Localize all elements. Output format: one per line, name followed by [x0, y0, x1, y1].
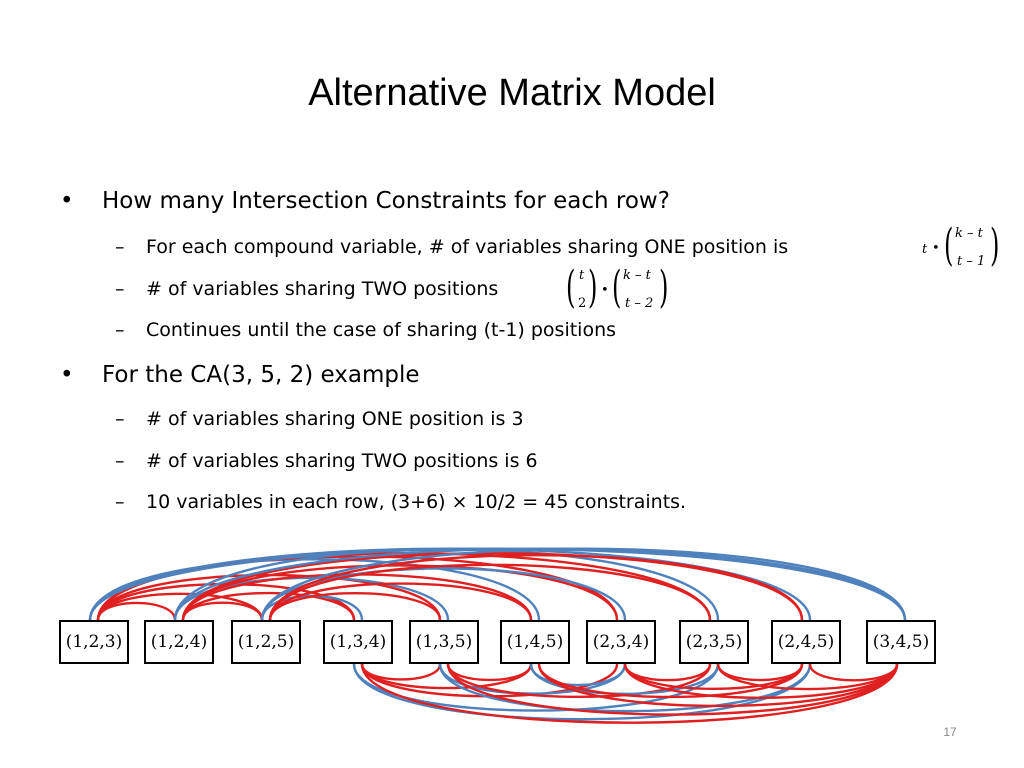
page-number: 17 — [943, 725, 957, 739]
formula-coef: t — [922, 242, 928, 257]
sub-bullet-text: Continues until the case of sharing (t-1… — [146, 319, 617, 341]
arc-share-one — [173, 548, 720, 622]
arc-share-two — [181, 564, 619, 622]
dash: – — [115, 408, 125, 430]
left-paren: ( — [944, 220, 954, 271]
arc-share-two — [537, 662, 899, 708]
arc-share-two — [446, 662, 899, 716]
sub-bullet-text: # of variables sharing ONE position is 3 — [146, 408, 524, 430]
node-235: (2,3,5) — [679, 620, 749, 664]
binom-bottom: t – 1 — [957, 254, 986, 269]
arc-share-one — [438, 662, 812, 713]
arc-share-one — [260, 567, 627, 622]
sub-bullet-text: # of variables sharing TWO positions is … — [146, 450, 538, 472]
arc-share-two — [268, 563, 712, 622]
arc-share-one — [260, 547, 907, 622]
right-paren: ) — [990, 220, 1000, 271]
bullet-text: How many Intersection Constraints for ea… — [102, 188, 670, 214]
left-paren: ( — [612, 262, 622, 313]
sub-bullet-text: # of variables sharing TWO positions — [146, 278, 499, 300]
node-234: (2,3,4) — [586, 620, 656, 664]
formula-share-two: ( t 2 ) • ( k – t t – 2 ) — [566, 264, 676, 318]
node-125: (1,2,5) — [231, 620, 301, 664]
arc-share-one — [173, 576, 450, 622]
arc-share-two — [181, 552, 804, 622]
arc-share-two — [268, 582, 533, 622]
arc-share-two — [446, 662, 712, 698]
node-123: (1,2,3) — [59, 620, 129, 664]
arc-share-two — [268, 554, 804, 622]
dash: – — [115, 236, 125, 258]
binom-bottom: 2 — [578, 296, 587, 311]
arc-share-one — [352, 662, 720, 712]
arc-share-two — [808, 662, 899, 682]
right-paren: ) — [659, 262, 669, 313]
arc-share-one — [529, 662, 720, 695]
arc-share-two — [181, 591, 356, 622]
right-paren: ) — [588, 262, 598, 313]
dash: – — [115, 319, 125, 341]
dash: – — [115, 491, 125, 513]
binom-top: k – t — [623, 268, 651, 283]
node-245: (2,4,5) — [771, 620, 841, 664]
left-paren: ( — [566, 262, 576, 313]
arc-share-two — [360, 662, 899, 724]
node-145: (1,4,5) — [500, 620, 570, 664]
formula-dot: • — [601, 283, 609, 298]
bullet-text: For the CA(3, 5, 2) example — [102, 362, 420, 388]
sub-bullet-text: For each compound variable, # of variabl… — [146, 236, 789, 258]
node-135: (1,3,5) — [409, 620, 479, 664]
binom-top: t — [579, 268, 585, 283]
bullet-dot: • — [60, 362, 74, 388]
node-124: (1,2,4) — [144, 620, 214, 664]
binom-top: k – t — [955, 226, 983, 241]
formula-dot: • — [932, 241, 940, 256]
slide-title: Alternative Matrix Model — [308, 72, 716, 114]
dash: – — [115, 278, 125, 300]
node-134: (1,3,4) — [323, 620, 393, 664]
bullet-dot: • — [60, 188, 74, 214]
dash: – — [115, 450, 125, 472]
formula-share-one: t • ( k – t t – 1 ) — [922, 222, 1002, 276]
arc-share-one — [352, 662, 812, 721]
sub-bullet-text: 10 variables in each row, (3+6) × 10/2 =… — [146, 491, 687, 513]
binom-bottom: t – 2 — [625, 296, 654, 311]
node-345: (3,4,5) — [866, 620, 936, 664]
arc-share-two — [623, 662, 899, 700]
